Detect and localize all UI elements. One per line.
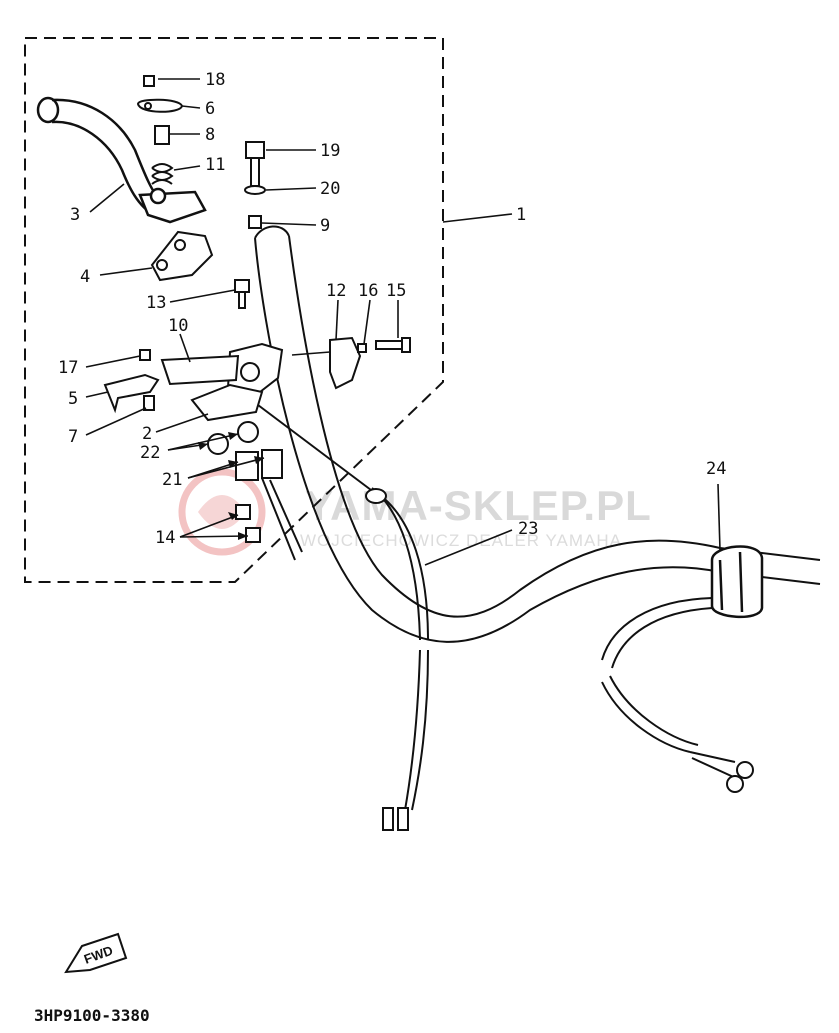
handlebar-clamp [329, 336, 411, 390]
label-15: 15 [386, 281, 406, 301]
lever-bracket [150, 230, 214, 282]
diagram-code: 3HP9100-3380 [34, 1006, 150, 1025]
clutch-lever [36, 96, 207, 224]
assembly-boundary [24, 37, 444, 583]
label-2: 2 [142, 424, 152, 444]
watermark-main: YAMA-SKLEP.PL [305, 482, 652, 529]
lever-holder [160, 342, 284, 422]
label-22: 22 [140, 443, 160, 463]
label-11: 11 [205, 155, 225, 175]
right-switch-housing [710, 545, 764, 619]
clutch-switch-wire [257, 404, 429, 831]
leader-arrows [198, 432, 264, 540]
label-24: 24 [706, 459, 726, 479]
label-4: 4 [80, 267, 90, 287]
label-16: 16 [358, 281, 378, 301]
label-12: 12 [326, 281, 346, 301]
label-10: 10 [168, 316, 188, 336]
label-20: 20 [320, 179, 340, 199]
clutch-switch [103, 349, 160, 414]
label-23: 23 [518, 519, 538, 539]
leader-lines [85, 78, 721, 566]
label-17: 17 [58, 358, 78, 378]
screw-13 [234, 279, 250, 309]
part-labels: 18 6 8 11 19 20 9 1 3 4 13 12 16 15 10 1… [58, 70, 726, 548]
forward-arrow-icon [64, 932, 128, 974]
forward-direction-badge: FWD [64, 932, 128, 974]
switch-wire [601, 597, 754, 793]
label-8: 8 [205, 125, 215, 145]
label-14: 14 [155, 528, 175, 548]
label-9: 9 [320, 216, 330, 236]
label-19: 19 [320, 141, 340, 161]
label-13: 13 [146, 293, 166, 313]
label-7: 7 [68, 427, 78, 447]
label-5: 5 [68, 389, 78, 409]
label-18: 18 [205, 70, 225, 90]
label-6: 6 [205, 99, 215, 119]
label-21: 21 [162, 470, 182, 490]
upper-hardware [136, 75, 184, 185]
watermark-logo [178, 468, 266, 556]
label-3: 3 [70, 205, 80, 225]
watermark-sub: WOJCIECHOWICZ DEALER YAMAHA [300, 531, 622, 550]
label-1: 1 [516, 205, 526, 225]
bolt-stack [244, 141, 266, 229]
watermark: YAMA-SKLEP.PL WOJCIECHOWICZ DEALER YAMAH… [178, 468, 652, 556]
